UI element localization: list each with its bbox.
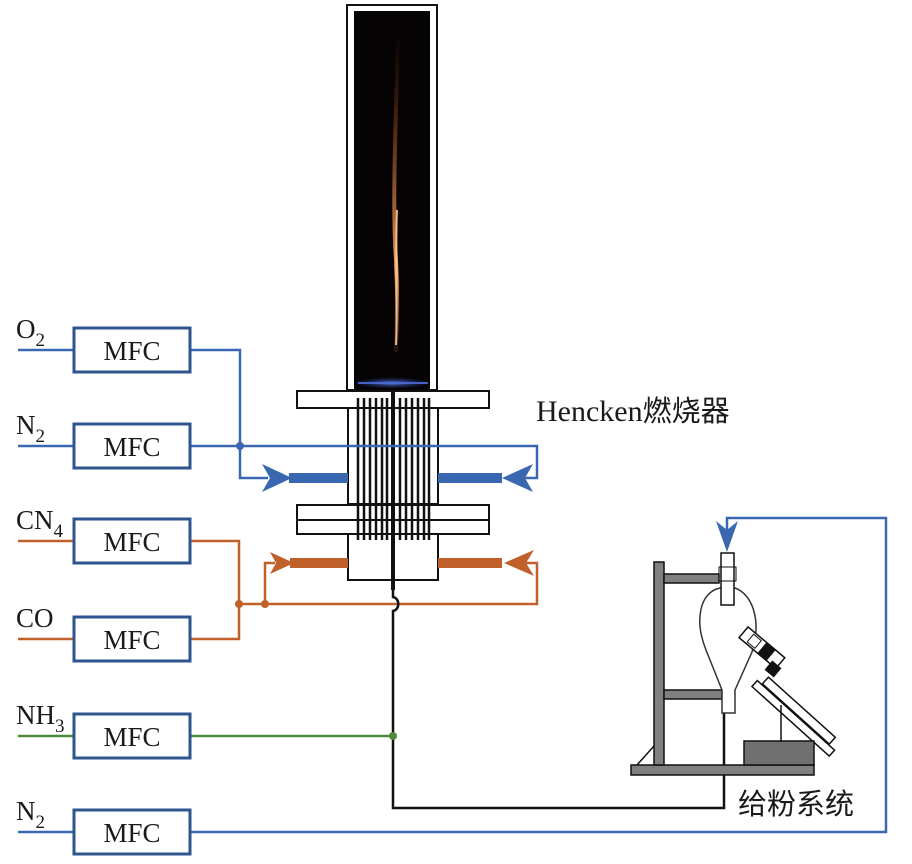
burner-label-cjk: 燃烧器 <box>643 394 730 428</box>
gas-formula-subscript: 2 <box>36 812 46 833</box>
mfc-box-o2 <box>72 326 192 374</box>
oxidizer-junction <box>236 442 244 450</box>
mfc-label-cn4: MFC <box>103 527 160 557</box>
fuel-arrow-left-icon <box>270 552 294 574</box>
gas-input-cn4: MFC CN4 <box>16 505 192 565</box>
oxidizer-inlet-left <box>289 473 348 483</box>
cn4-line <box>190 539 241 641</box>
feeder-hopper <box>699 587 757 714</box>
mfc-label-o2: MFC <box>103 336 160 366</box>
burner-label-latin: Hencken <box>536 395 643 428</box>
gas-label-co: CO <box>16 603 54 633</box>
mfc-label-n2-oxidizer: MFC <box>103 432 160 462</box>
gas-label-o2: O2 <box>16 314 45 351</box>
burner-label: Hencken燃烧器 <box>536 394 730 428</box>
mfc-box-nh3 <box>72 712 192 760</box>
fuel-inlet-right <box>438 558 502 568</box>
gas-input-o2: MFC O2 <box>16 314 192 374</box>
flame-image <box>354 11 430 390</box>
feeder-motor-block <box>764 660 782 678</box>
fuel-junction-1 <box>235 600 243 608</box>
feeder-stand-arm-bottom <box>663 689 723 700</box>
gas-input-nh3: MFC NH3 <box>16 700 192 760</box>
o2-line <box>190 348 268 480</box>
mfc-box-co <box>72 615 192 663</box>
feeder-screw-assembly <box>737 625 786 670</box>
gas-formula: CO <box>16 603 54 633</box>
mfc-label-co: MFC <box>103 625 160 655</box>
feeder-brace <box>636 745 655 766</box>
feeder-inlet-tube <box>720 552 735 606</box>
gas-formula-subscript: 2 <box>36 426 46 447</box>
gas-formula: O <box>16 314 36 344</box>
oxidizer-inlet-right <box>438 473 502 483</box>
gas-label-nh3: NH3 <box>16 700 65 737</box>
feeder-label: 给粉系统 <box>738 787 854 821</box>
feeder-stand-arm-top <box>663 573 720 584</box>
gas-formula: CN <box>16 505 54 535</box>
fuel-piping <box>190 539 539 641</box>
gas-formula-subscript: 4 <box>54 521 64 542</box>
oxidizer-piping <box>190 348 539 480</box>
gas-label-cn4: CN4 <box>16 505 64 542</box>
mfc-box-n2-oxidizer <box>72 422 192 470</box>
fuel-inlet-left <box>290 558 348 568</box>
gas-formula: N <box>16 410 36 440</box>
mfc-label-n2-carrier: MFC <box>103 818 160 848</box>
hencken-burner <box>296 390 490 590</box>
feeder-inlet-collar <box>718 566 737 582</box>
gas-input-n2-carrier: MFC N2 <box>16 796 192 856</box>
n2-carrier-line <box>190 516 888 834</box>
oxidizer-arrow-left-icon <box>262 464 292 492</box>
burner-tube-bundle <box>356 398 431 540</box>
feeder-weight-block <box>743 740 815 766</box>
gas-formula-subscript: 2 <box>36 330 46 351</box>
gas-label-n2-oxidizer: N2 <box>16 410 45 447</box>
feed-tube-crossover <box>391 590 726 810</box>
feeder-stand-post <box>653 561 665 766</box>
fuel-left-branch <box>263 561 275 604</box>
feeder-base <box>630 764 815 776</box>
gas-formula: NH <box>16 700 55 730</box>
fuel-manifold-line <box>239 561 539 606</box>
gas-formula-subscript: 3 <box>55 716 65 737</box>
mfc-box-n2-carrier <box>72 808 192 856</box>
carrier-arrow-down-icon <box>716 521 738 552</box>
gas-input-n2-oxidizer: MFC N2 <box>16 410 192 470</box>
n2-oxidizer-line <box>190 444 539 480</box>
oxidizer-arrow-right-icon <box>502 464 533 492</box>
nh3-junction <box>389 732 397 740</box>
fuel-junction-2 <box>261 600 269 608</box>
mfc-label-nh3: MFC <box>103 722 160 752</box>
feeder-vibrator-plate <box>750 676 837 758</box>
flame-core <box>395 209 398 346</box>
gas-label-n2-carrier: N2 <box>16 796 45 833</box>
gas-formula: N <box>16 796 36 826</box>
powder-feeder <box>630 552 837 776</box>
fuel-arrow-right-icon <box>504 550 534 576</box>
mfc-box-cn4 <box>72 517 192 565</box>
gas-input-co: MFC CO <box>16 603 192 663</box>
combustion-chamber <box>346 4 438 391</box>
